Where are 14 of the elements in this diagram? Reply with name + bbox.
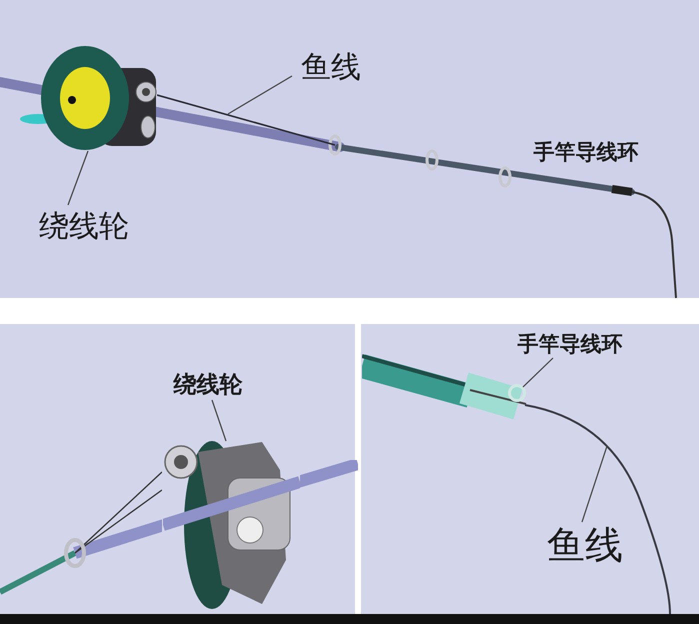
leader-line bbox=[228, 75, 292, 115]
part-label: 手竿导线环 bbox=[508, 330, 632, 358]
part-label: 绕线轮 bbox=[28, 205, 140, 249]
fishing-line bbox=[157, 92, 337, 148]
leader-line bbox=[522, 358, 554, 388]
part-label: 鱼线 bbox=[292, 50, 370, 86]
part-label: 绕线轮 bbox=[156, 370, 260, 400]
guide-ring bbox=[508, 384, 526, 402]
leader-line bbox=[211, 400, 227, 442]
reel-drawing bbox=[163, 440, 300, 610]
part-label: 鱼线 bbox=[543, 522, 627, 568]
leader-line bbox=[67, 150, 89, 206]
part-label: 手竿导线环 bbox=[532, 139, 640, 166]
leader-line bbox=[581, 446, 608, 522]
